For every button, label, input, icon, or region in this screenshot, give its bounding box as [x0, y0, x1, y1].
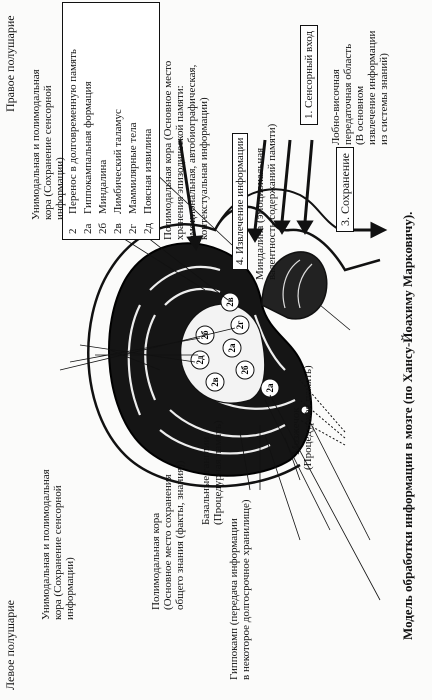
legend-item: 2б Миндалина — [96, 8, 111, 234]
brain-gyri — [127, 265, 296, 455]
region-number-labels: 2в 2д 2б 2а 2г 2б 2в 2а — [195, 297, 275, 392]
legend-item: 2д Поясная извилина — [141, 8, 156, 234]
cerebellum-folds — [282, 259, 313, 309]
retrieval-box: 4. Извлечение информации — [232, 132, 248, 270]
polymodal-right-line-3: эмоциональная, автобиографическая, — [186, 64, 198, 240]
legend-item: 2 Перенос в долговременную память — [66, 8, 81, 234]
legend-item-number: 2а — [82, 223, 94, 234]
region-number-label: 2д — [195, 355, 205, 365]
polymodal-left-line-1: Полимодальная кора — [150, 512, 162, 610]
legend-item: 2а Гиппокампальная формация — [81, 8, 96, 234]
region-number-label: 2б — [200, 330, 210, 340]
region-number-label: 2в — [210, 377, 220, 387]
legend-item: 2в Лимбический таламус — [111, 8, 126, 234]
storage-box: 3. Сохранение — [336, 147, 354, 232]
unimodal-left-line-1: Унимодальная и полимодальная — [40, 469, 52, 620]
legend-item-text: Поясная извилина — [142, 128, 154, 214]
unimodal-right-line-1: Унимодальная и полимодальная — [30, 69, 42, 220]
hippocampus-dot — [300, 405, 310, 415]
fronto-temporal-line-3: (В основном — [354, 85, 366, 145]
region-number-label: 2б — [240, 365, 250, 375]
polymodal-left-line-3: общего знания (факты, знания)) — [174, 460, 186, 610]
polymodal-left-line-2: (Основное место сохранения — [162, 474, 174, 610]
face-profile — [214, 188, 341, 231]
legend-item-number: 2г — [127, 223, 139, 234]
fronto-temporal-line-5: из системы знаний) — [378, 53, 390, 145]
fronto-temporal-line-1: Лобно-височная — [330, 69, 342, 145]
cerebellum — [261, 251, 328, 320]
region-number-label: 2а — [265, 383, 275, 393]
region-markers — [190, 292, 280, 398]
region-number-label: 2в — [225, 297, 235, 307]
legend-item-text: Миндалина — [97, 159, 109, 214]
unimodal-right-line-2: кора (Сохранение сенсорной — [42, 85, 54, 220]
legend-item-text: Лимбический таламус — [112, 109, 124, 214]
storage-pointers — [299, 379, 346, 446]
figure-caption: Модель обработки информации в мозге (по … — [400, 211, 415, 640]
region-number-label: 2а — [227, 343, 237, 353]
basal-ganglia-line-1: Базальные ганглии — [200, 436, 212, 525]
sensory-arrows — [246, 139, 314, 243]
legend-item: 2г Маммилярные тела — [126, 8, 141, 235]
legend-item-number: 2в — [112, 223, 124, 234]
cerebellum-line-1: Мозжечок — [290, 407, 302, 455]
sensory-input-box: 1. Сенсорный вход — [300, 24, 318, 125]
polymodal-right-line-2: хранения эпизодической памяти: — [174, 85, 186, 240]
basal-ganglia-line-2: (Процедурная память) — [212, 420, 224, 525]
fronto-temporal-line-4: извлечение информации — [366, 30, 378, 145]
unimodal-right-line-3: информации) — [54, 157, 66, 220]
hippocampus-line-2: в некоторое долгосрочное хранилище) — [240, 499, 252, 680]
polymodal-right-line-4: контекстуальная информации) — [198, 97, 210, 240]
amygdala-line-1: Миндалина (эмоциональная — [254, 147, 266, 280]
legend-item-text: Перенос в долговременную память — [67, 49, 79, 214]
hippocampus-line-1: Гиппокамп (передача информации — [228, 518, 240, 680]
legend-item-text: Гиппокампальная формация — [82, 81, 94, 214]
legend-item-text: Маммилярные тела — [127, 122, 139, 215]
legend-item-number: 2б — [97, 222, 109, 234]
amygdala-line-2: валентность содержаний памяти) — [266, 123, 278, 280]
fronto-temporal-line-2: передаточная область — [342, 43, 354, 145]
cerebellum-line-2: (Процедурная память) — [302, 365, 314, 470]
left-hemisphere-label: Левое полушарие — [3, 599, 17, 690]
unimodal-left-line-2: кора (Сохранение сенсорной — [52, 485, 64, 620]
leader-lines — [59, 139, 381, 601]
polymodal-right-line-1: Полимодальная кора (Основное место — [162, 60, 174, 240]
right-hemisphere-label: Правое полушарие — [3, 15, 17, 112]
region-number-label: 2г — [235, 321, 245, 330]
unimodal-left-line-3: информации) — [64, 557, 76, 620]
legend-item-number: 2 — [67, 228, 79, 235]
legend-item-number: 2д — [142, 222, 154, 234]
